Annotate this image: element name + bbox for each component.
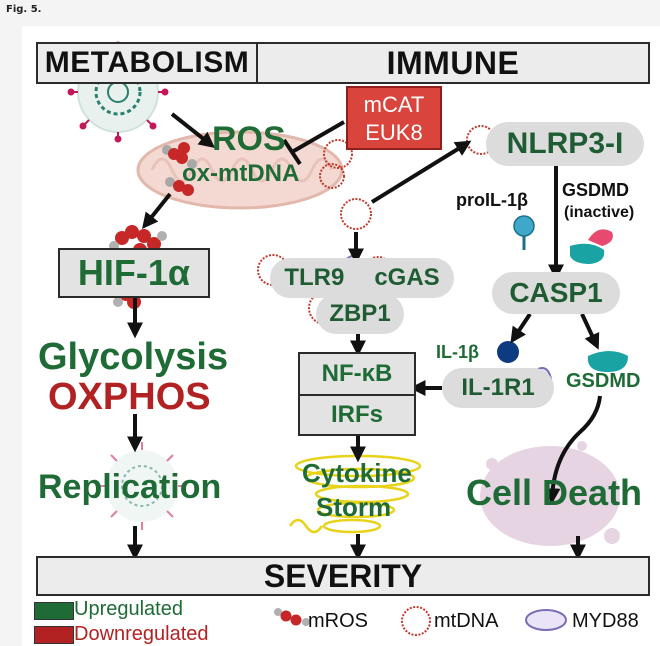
immune-header: IMMUNE — [256, 42, 650, 84]
tlr9-label: TLR9 — [284, 264, 345, 291]
immune-header-label: IMMUNE — [386, 44, 520, 81]
inhibitor-box: mCAT EUK8 — [346, 86, 442, 150]
cytokine-label: Cytokine — [302, 458, 412, 488]
replication-label: Replication — [38, 468, 222, 506]
metabolism-header: METABOLISM — [36, 42, 258, 84]
ox-mtdna-label: ox-mtDNA — [182, 160, 300, 187]
zbp1-pill: ZBP1 — [316, 294, 404, 334]
ros-label: ROS — [212, 120, 286, 158]
cell-death-label: Cell Death — [466, 472, 643, 513]
nfkb-label: NF-κB — [321, 360, 393, 387]
casp1-pill: CASP1 — [492, 272, 620, 314]
downregulated-label: Downregulated — [74, 623, 209, 645]
il1b-icon — [497, 341, 519, 363]
gsdmd-active-icon — [587, 351, 628, 372]
il1r1-label: IL-1R1 — [461, 374, 535, 401]
myd88-legend-label: MYD88 — [572, 610, 639, 632]
mtdna-legend-icon — [401, 606, 431, 636]
tlr9-cgas-pill: TLR9 cGAS — [270, 258, 454, 298]
mcat-label: mCAT — [363, 92, 425, 117]
nfkb-box: NF-κB — [298, 352, 416, 396]
il1b-label: IL-1β — [436, 342, 479, 362]
oxphos-label: OXPHOS — [48, 376, 211, 418]
storm-label: Storm — [316, 492, 392, 522]
euk8-label: EUK8 — [365, 120, 423, 145]
mros-legend-label: mROS — [308, 610, 368, 632]
zbp1-label: ZBP1 — [329, 300, 391, 327]
irfs-label: IRFs — [330, 401, 383, 428]
metabolism-header-label: METABOLISM — [44, 46, 250, 79]
upregulated-label: Upregulated — [74, 598, 183, 620]
mros-cluster-icon — [162, 142, 197, 196]
upregulated-swatch — [34, 602, 74, 620]
severity-label: SEVERITY — [263, 557, 423, 594]
inactive-label: (inactive) — [564, 204, 635, 221]
hif-box: HIF-1α — [58, 248, 210, 298]
figure-panel: METABOLISM IMMUNE mCAT EUK8 ROS ox-mtDNA… — [22, 26, 660, 646]
proil1b-label: proIL-1β — [456, 190, 528, 210]
downregulated-swatch — [34, 626, 74, 644]
irfs-box: IRFs — [298, 394, 416, 436]
nlrp3-pill: NLRP3-I — [486, 122, 644, 166]
gsdmd-top-label: GSDMD — [562, 180, 629, 200]
severity-box: SEVERITY — [36, 556, 650, 596]
cgas-label: cGAS — [374, 264, 440, 291]
figure-label: Fig. 5. — [6, 4, 42, 15]
il1r1-pill: IL-1R1 — [442, 368, 554, 408]
myd88-legend-icon — [525, 609, 567, 631]
gsdmd-inactive-icon — [570, 229, 613, 264]
arrows — [127, 112, 602, 561]
proil1b-icon — [513, 215, 535, 250]
inhibition-line — [282, 120, 345, 166]
mtdna-legend-label: mtDNA — [434, 610, 499, 632]
glycolysis-label: Glycolysis — [38, 336, 229, 378]
mros-legend-icon — [274, 608, 310, 626]
gsdmd-label: GSDMD — [566, 370, 641, 392]
hif-label: HIF-1α — [77, 252, 191, 293]
cytokine-storm-swirl-icon — [288, 454, 422, 534]
nlrp3-label: NLRP3-I — [506, 127, 624, 160]
casp1-label: CASP1 — [509, 277, 603, 308]
